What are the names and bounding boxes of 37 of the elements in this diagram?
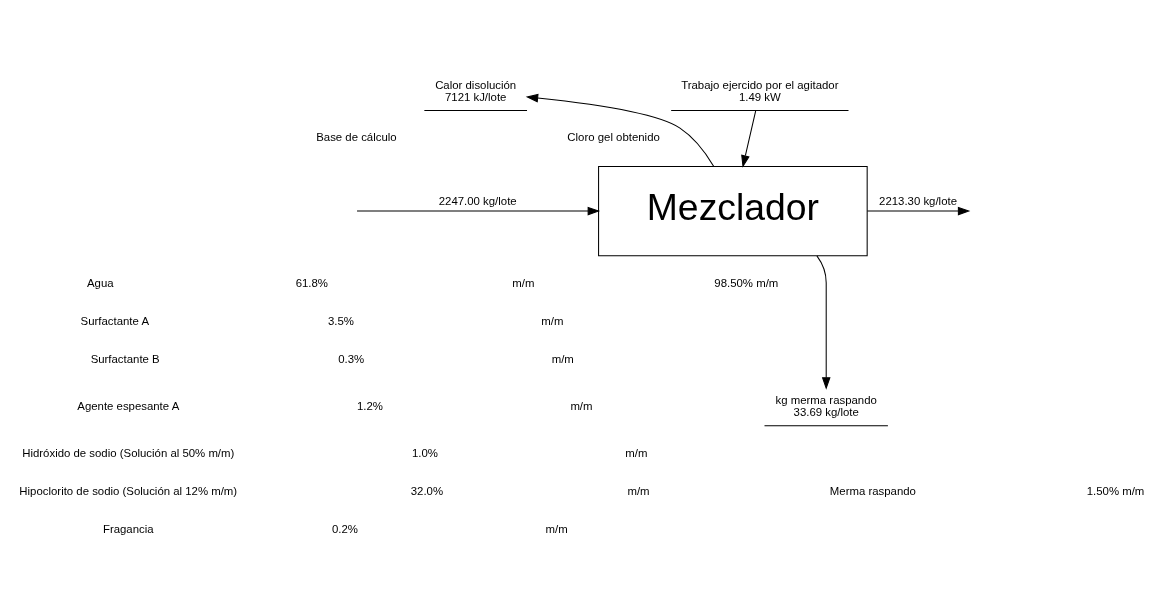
label: 61.8%: [295, 276, 328, 289]
arrow: [525, 93, 715, 167]
label: Surfactante A: [80, 314, 149, 327]
label: m/m: [625, 446, 648, 459]
arrow: [866, 206, 971, 215]
label: m/m: [512, 276, 535, 289]
arrow: [741, 109, 757, 168]
edge-label: 2213.30 kg/lote: [879, 194, 958, 207]
label: m/m: [541, 314, 564, 327]
label: 1.50% m/m: [1086, 484, 1145, 497]
node-text: Calor disolución 7121 kJ/lote: [435, 78, 517, 103]
edge-label: 2247.00 kg/lote: [438, 194, 517, 207]
node-box: Mezclador: [598, 165, 868, 256]
label: Surfactante B: [90, 352, 160, 365]
label: Cloro gel obtenido: [567, 130, 660, 143]
label: Base de cálculo: [316, 130, 397, 143]
label: 0.2%: [332, 522, 358, 535]
label: Agente espesante A: [77, 399, 180, 412]
label: Agua: [86, 276, 114, 289]
label: 98.50% m/m: [714, 276, 779, 289]
label: m/m: [570, 399, 593, 412]
node-text: kg merma raspando 33.69 kg/lote: [775, 393, 877, 418]
arrow: [356, 206, 601, 215]
label: m/m: [545, 522, 568, 535]
label: Hipoclorito de sodio (Solución al 12% m/m): [19, 484, 238, 497]
label: 1.2%: [356, 399, 383, 412]
label: 3.5%: [327, 314, 354, 327]
label: Hidróxido de sodio (Solución al 50% m/m): [22, 446, 235, 459]
label: Fragancia: [102, 522, 154, 535]
label: 32.0%: [410, 484, 444, 497]
label: m/m: [627, 484, 650, 497]
node-text: Trabajo ejercido por el agitador 1.49 kW: [681, 78, 839, 103]
label: Merma raspando: [829, 484, 916, 497]
label: 1.0%: [411, 446, 438, 459]
label: m/m: [551, 352, 574, 365]
label: 0.3%: [338, 352, 365, 365]
arrow: [816, 254, 831, 390]
